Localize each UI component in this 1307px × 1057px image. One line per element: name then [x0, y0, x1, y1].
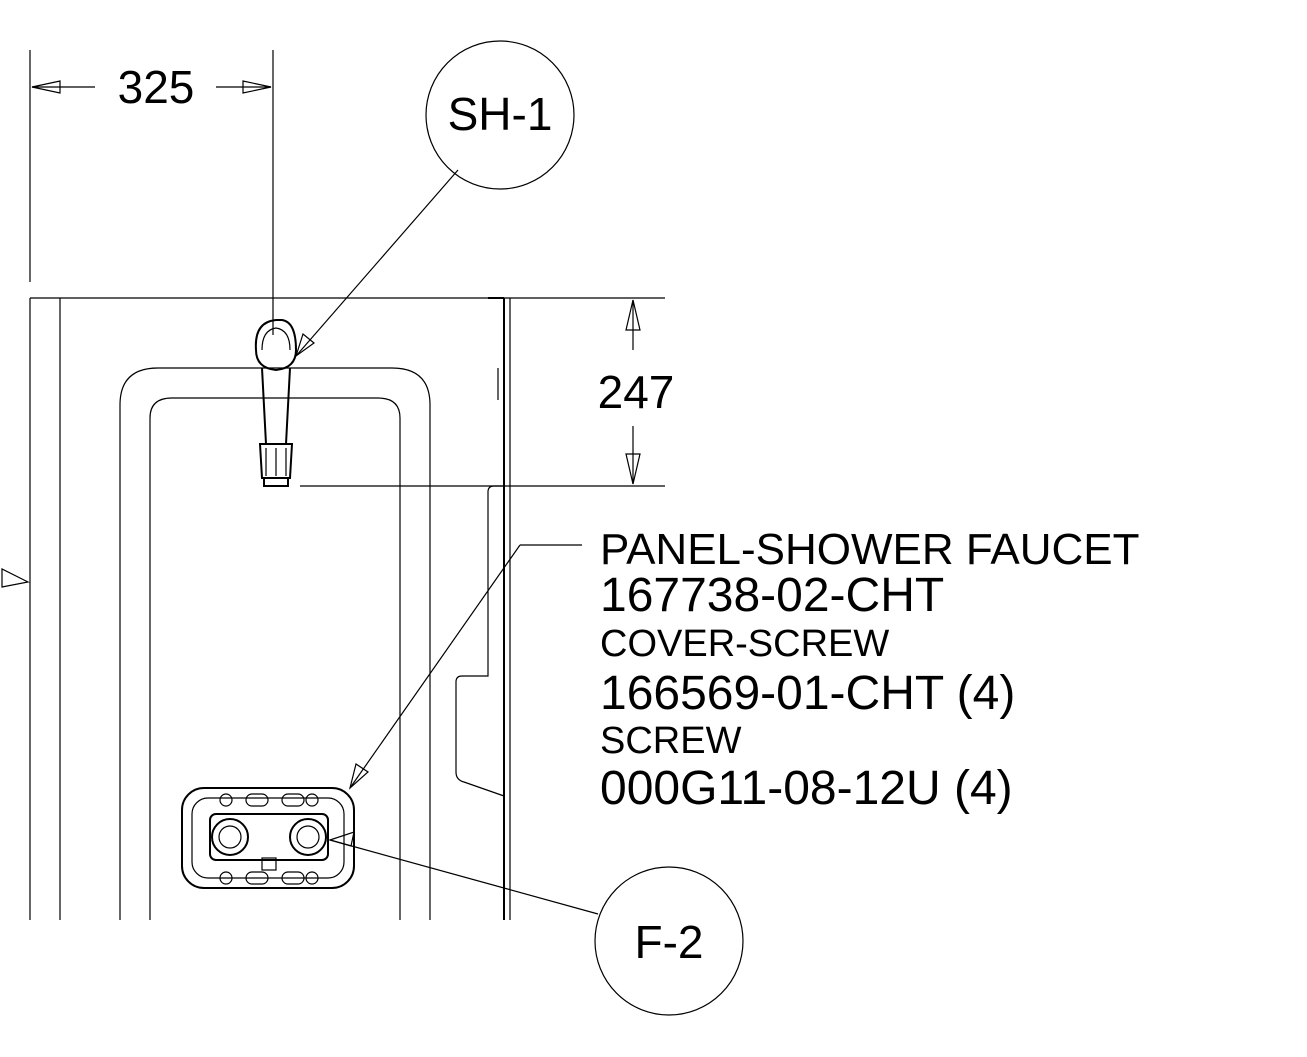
section-arrow-marker: [1, 568, 30, 588]
screw-hole-top-left: [219, 793, 233, 807]
note-cover-screw: COVER-SCREW: [600, 623, 889, 665]
shower-head-cap-inner: [261, 327, 291, 351]
slot-bottom-right: [281, 871, 305, 885]
screw-hole-bottom-right: [305, 871, 319, 885]
parts-note-leader: [348, 544, 582, 790]
recess-outer: [119, 367, 431, 920]
callout-sh-1: SH-1: [294, 40, 575, 358]
slot-bottom-left: [245, 871, 269, 885]
panel-outline: [1, 297, 665, 920]
dimension-325: 325: [29, 50, 274, 335]
dimension-247: 247: [300, 299, 675, 487]
arrowhead-right: [242, 80, 272, 94]
callout-circle-f-2: [594, 866, 744, 1016]
slot-top-right: [281, 793, 305, 807]
callout-f-2: F-2: [327, 831, 744, 1016]
note-part-number-panel: 167738-02-CHT: [600, 569, 944, 622]
side-recess-profile: [455, 485, 505, 797]
dimension-value-325: 325: [118, 61, 195, 113]
parts-note: PANEL-SHOWER FAUCET 167738-02-CHT COVER-…: [600, 525, 1139, 815]
slot-top-left: [245, 793, 269, 807]
arrowhead-bottom: [625, 453, 641, 485]
leader-line-f-2: [329, 839, 599, 915]
faucet-cover-inner: [191, 797, 345, 879]
note-part-number-cover-screw: 166569-01-CHT (4): [600, 667, 1015, 720]
leader-arrow-f-2: [327, 831, 355, 847]
note-leader-diagonal: [349, 544, 521, 789]
callout-label-sh-1: SH-1: [448, 88, 553, 140]
shower-wand-end: [263, 477, 289, 487]
shower-head: [254, 319, 298, 487]
valve-body: [209, 813, 329, 861]
arrowhead-top: [625, 299, 641, 331]
screw-hole-top-right: [305, 793, 319, 807]
recess-inner: [149, 397, 401, 920]
faucet-cover-outer: [181, 787, 355, 889]
valve-right: [289, 818, 327, 856]
leader-line-sh-1: [295, 169, 459, 357]
valve-stem: [261, 857, 277, 871]
shower-head-cap: [254, 319, 298, 372]
dimension-value-247: 247: [598, 366, 675, 418]
note-panel-shower-faucet: PANEL-SHOWER FAUCET: [600, 525, 1139, 574]
arrowhead-left: [31, 80, 61, 94]
note-leader-arrow: [348, 763, 369, 790]
valve-left: [211, 818, 249, 856]
shower-wand-tip: [258, 443, 294, 479]
callout-circle-sh-1: [425, 40, 575, 190]
leader-arrow-sh-1: [294, 332, 315, 358]
valve-right-inner: [296, 825, 320, 849]
valve-left-inner: [218, 825, 242, 849]
callout-label-f-2: F-2: [635, 916, 704, 968]
note-part-number-screw: 000G11-08-12U (4): [600, 762, 1013, 815]
faucet-panel: [181, 787, 355, 889]
screw-hole-bottom-left: [219, 871, 233, 885]
note-screw: SCREW: [600, 720, 742, 762]
shower-wand-handle: [261, 367, 291, 445]
